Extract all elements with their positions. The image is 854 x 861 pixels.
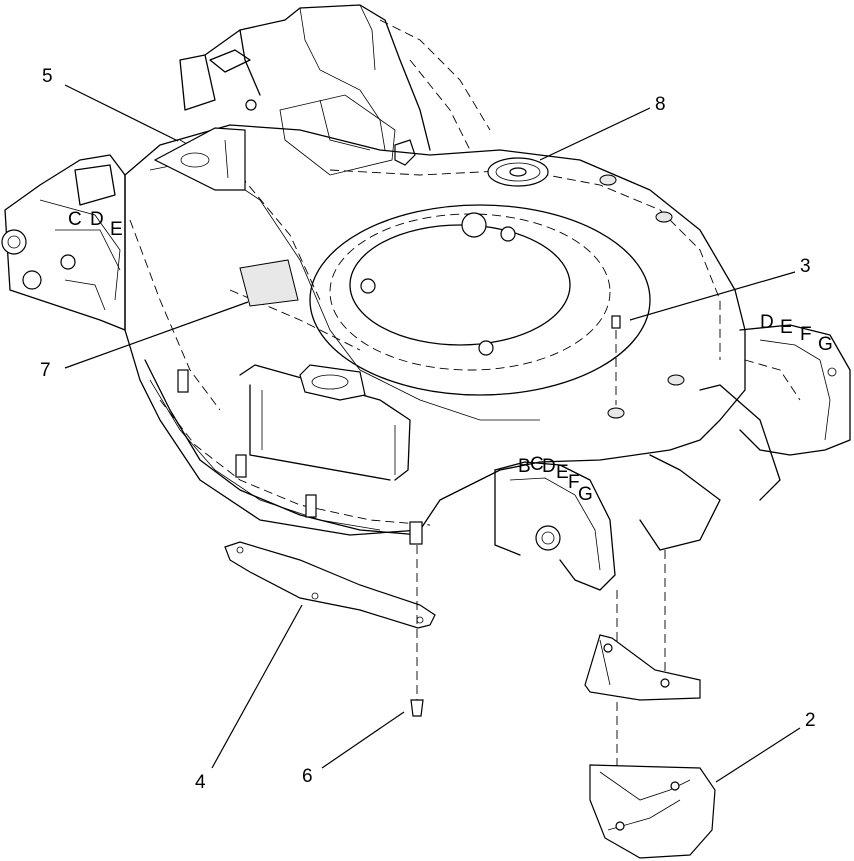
height-mark-front-b: B xyxy=(518,456,531,477)
callout-8: 8 xyxy=(655,94,666,115)
height-mark-front-e: E xyxy=(556,462,569,483)
part-2-cover xyxy=(589,764,716,859)
mulch-insert-upper xyxy=(584,550,701,840)
height-mark-right-d: D xyxy=(760,312,774,333)
part-4-decal xyxy=(153,127,246,191)
height-mark-left-e: E xyxy=(110,219,123,240)
front-height-adjuster: B C D E F G xyxy=(494,454,616,591)
height-mark-front-f: F xyxy=(568,472,580,493)
deck-bolts xyxy=(599,174,685,419)
callout-6: 4 xyxy=(195,772,206,793)
callout-4: 5 xyxy=(42,66,53,87)
height-mark-right-e: E xyxy=(780,317,793,338)
part-5-screw xyxy=(410,545,424,717)
part-6-baffle xyxy=(224,541,436,629)
height-mark-front-c: C xyxy=(530,454,544,475)
height-mark-left-d: D xyxy=(90,209,104,230)
height-mark-left-c: C xyxy=(68,209,82,230)
blade-housing-dome xyxy=(309,157,651,396)
callout-3: 3 xyxy=(800,256,811,277)
callout-5: 6 xyxy=(302,766,313,787)
rear-discharge-chute: D E F G xyxy=(639,312,851,551)
height-mark-front-d: D xyxy=(542,456,556,477)
front-side-wall xyxy=(239,364,411,481)
part-7-label xyxy=(239,259,299,307)
height-mark-right-f: F xyxy=(800,324,812,345)
mower-deck-housing xyxy=(124,19,746,545)
callout-2: 2 xyxy=(805,710,816,731)
callout-7: 7 xyxy=(40,360,51,381)
height-mark-front-g: G xyxy=(578,484,593,505)
leader-lines xyxy=(64,84,801,783)
left-height-adjuster: C D E xyxy=(1,154,126,331)
part-3-screw xyxy=(611,315,621,405)
height-mark-right-g: G xyxy=(818,334,833,355)
